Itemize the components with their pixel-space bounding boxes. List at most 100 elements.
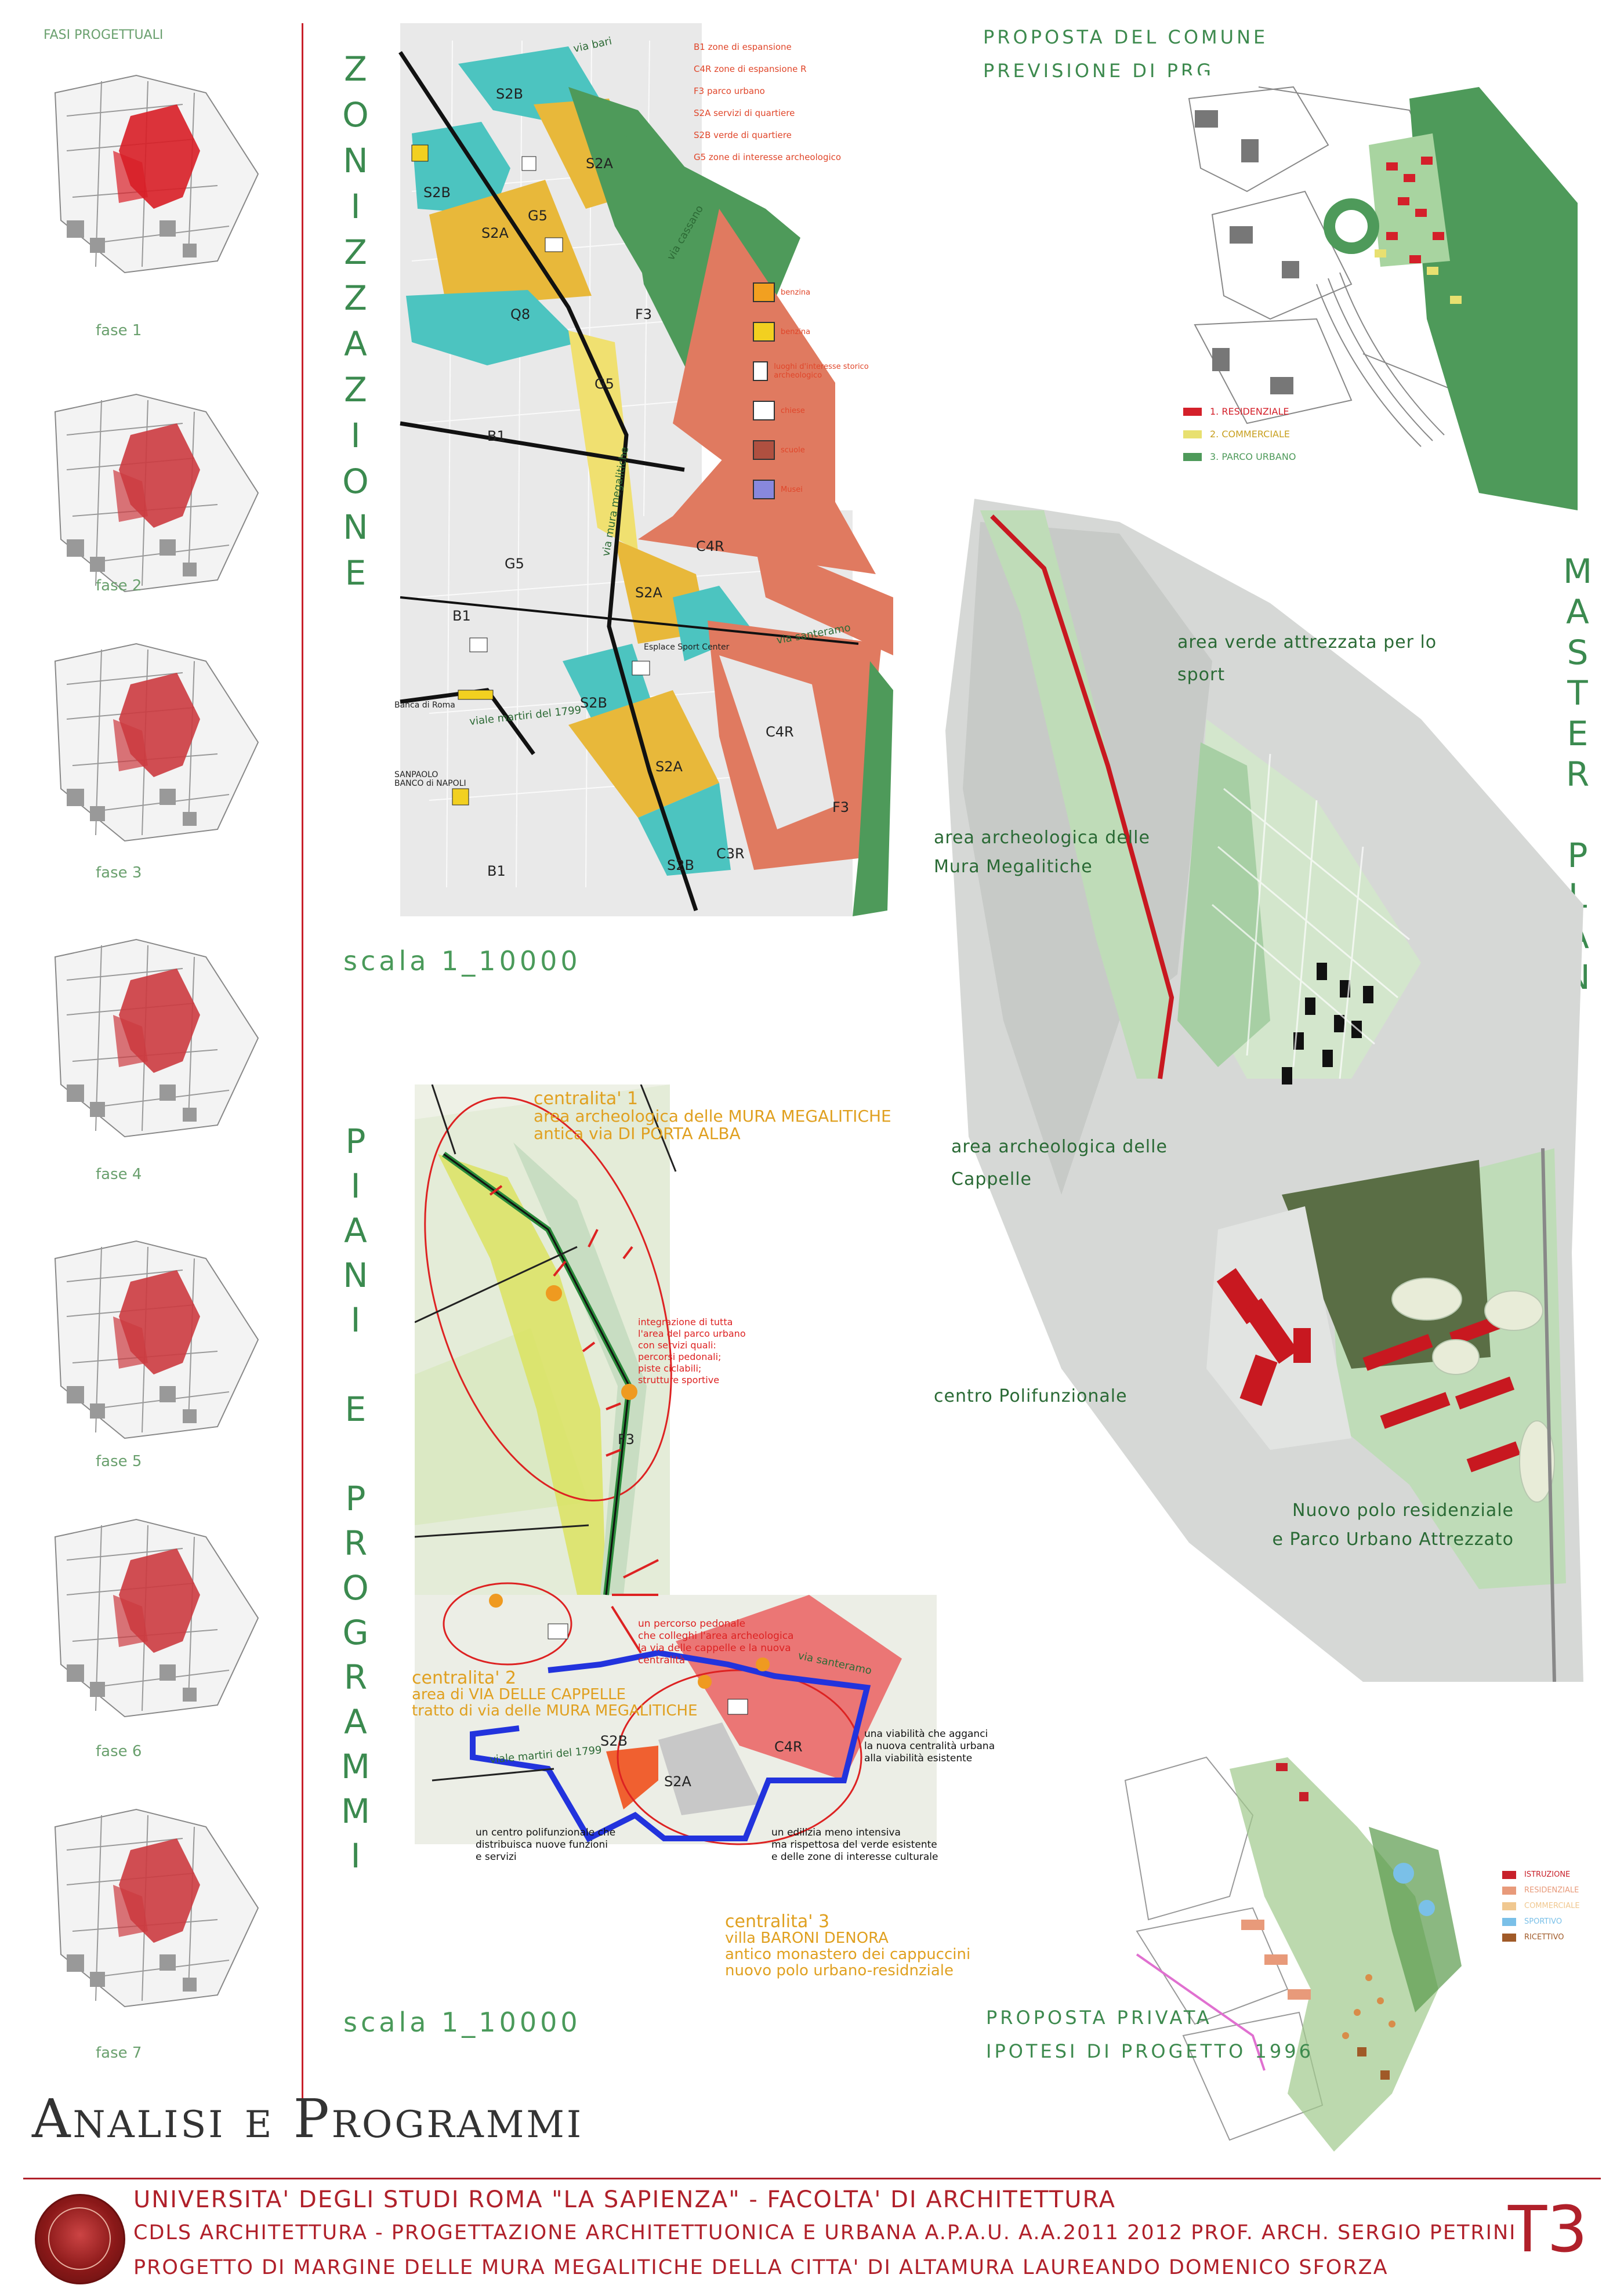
vertical-title-letter: A — [344, 1211, 367, 1250]
phases-header: FASI PROGETTUALI — [44, 28, 164, 42]
vertical-title-letter: G — [342, 1613, 369, 1652]
vertical-title-letter: O — [342, 462, 369, 501]
legend-label: RICETTIVO — [1524, 1933, 1564, 1942]
vertical-title-letter: Z — [344, 278, 367, 318]
mp-label-cappelle: area archeologica delle Cappelle — [951, 1131, 1168, 1196]
zone-icon-legend-item: scuole — [753, 430, 869, 470]
svg-text:F3: F3 — [832, 799, 849, 815]
legend-swatch — [1502, 1933, 1516, 1942]
legend-swatch — [1183, 407, 1202, 416]
note-line: percorsi pedonali; — [638, 1351, 722, 1362]
legend-label: SPORTIVO — [1524, 1917, 1563, 1926]
svg-text:BANCO di NAPOLI: BANCO di NAPOLI — [394, 779, 466, 788]
svg-text:S2A: S2A — [664, 1773, 692, 1790]
phase-label: fase 7 — [96, 2044, 142, 2062]
privata-caption: PROPOSTA PRIVATA IPOTESI DI PROGETTO 199… — [986, 2001, 1314, 2068]
svg-text:Q8: Q8 — [510, 306, 530, 322]
legend-label: 1. RESIDENZIALE — [1210, 406, 1289, 417]
phase-thumbnail — [54, 74, 259, 274]
legend-row: 1. RESIDENZIALE — [1183, 406, 1296, 417]
privata-line2: IPOTESI DI PROGETTO 1996 — [986, 2040, 1314, 2062]
mp-sport-line1: area verde attrezzata per lo — [1177, 632, 1437, 652]
svg-text:S2A: S2A — [655, 759, 683, 775]
note-line: alla viabilità esistente — [864, 1753, 973, 1764]
svg-text:F3: F3 — [618, 1431, 635, 1448]
svg-text:S2B: S2B — [600, 1733, 628, 1749]
comune-map — [1177, 75, 1578, 510]
legend-row: RESIDENZIALE — [1502, 1886, 1580, 1895]
footer-rule — [23, 2178, 1601, 2179]
zone-legend-item: S2A servizi di quartiere — [694, 108, 795, 118]
note-line: distribuisca nuove funzioni — [476, 1839, 608, 1851]
vertical-title-letter: A — [344, 324, 367, 364]
centralita-1-line1: area archeologica delle MURA MEGALITICHE — [534, 1107, 891, 1126]
zonizzazione-map: S2B S2A S2B S2A G5 F3 G5 B1 C4R G5 S2A B… — [394, 23, 893, 916]
comune-line2: PREVISIONE DI PRG — [983, 60, 1214, 82]
legend-swatch — [1502, 1902, 1516, 1910]
note-line: centralità — [638, 1655, 686, 1666]
legend-swatch — [1502, 1870, 1516, 1879]
vertical-title-letter: I — [350, 1166, 361, 1206]
piani-scale: scala 1_10000 — [343, 2007, 581, 2038]
svg-text:S2B: S2B — [667, 857, 694, 873]
centralita-3-note: centralita' 3 villa BARONI DENORA antico… — [725, 1911, 971, 1979]
vertical-title-letter: S — [1567, 633, 1589, 672]
svg-text:SANPAOLO: SANPAOLO — [394, 770, 438, 779]
svg-text:S2A: S2A — [586, 155, 614, 172]
vertical-title-letter — [335, 1343, 376, 1387]
svg-text:Esplace Sport Center: Esplace Sport Center — [644, 643, 730, 652]
legend-swatch — [1502, 1917, 1516, 1926]
vertical-title-letter: P — [345, 1479, 366, 1518]
museum-icon — [753, 480, 775, 499]
vertical-title-letter — [335, 1432, 376, 1477]
mp-cappelle-line1: area archeologica delle — [951, 1137, 1168, 1157]
svg-text:C4R: C4R — [766, 724, 794, 740]
footer-line3: PROGETTO DI MARGINE DELLE MURA MEGALITIC… — [133, 2256, 1389, 2279]
centralita-3-line3: nuovo polo urbano-residnziale — [725, 1962, 954, 1979]
vertical-title-letter: N — [343, 141, 368, 180]
agip-fuel-icon — [753, 322, 775, 342]
zone-icon-legend-item: luoghi d'interesse storico archeologico — [753, 351, 869, 391]
note-line: un percorso pedonale — [638, 1618, 746, 1630]
svg-text:C4R: C4R — [696, 538, 724, 554]
vertical-title-letter: A — [344, 1702, 367, 1742]
legend-row: RICETTIVO — [1502, 1933, 1580, 1942]
zone-legend-item: B1 zone di espansione — [694, 42, 792, 52]
university-seal — [35, 2194, 125, 2284]
phase-thumbnail — [54, 1808, 259, 2008]
note-line: un edilizia meno intensiva — [771, 1827, 901, 1838]
phase-label: fase 5 — [96, 1453, 142, 1470]
legend-label: ISTRUZIONE — [1524, 1870, 1571, 1879]
legend-label: 2. COMMERCIALE — [1210, 429, 1290, 440]
vertical-title-letter: P — [1567, 836, 1588, 875]
mp-polo-line2: e Parco Urbano Attrezzato — [1272, 1529, 1514, 1550]
vertical-title-letter: R — [343, 1657, 368, 1697]
q8-fuel-icon — [753, 282, 775, 302]
note-line: un centro polifunzionale che — [476, 1827, 616, 1838]
svg-text:B1: B1 — [452, 608, 471, 624]
vertical-title-letter: Z — [344, 233, 367, 272]
vertical-title-letter: M — [340, 1791, 371, 1831]
phase-label: fase 2 — [96, 577, 142, 594]
svg-text:F3: F3 — [635, 306, 652, 322]
vertical-title-letter: E — [345, 1390, 367, 1429]
icon-legend-label: scuole — [781, 445, 805, 455]
legend-swatch — [1502, 1886, 1516, 1895]
centralita-3-line2: antico monastero dei cappuccini — [725, 1946, 971, 1963]
svg-text:G5: G5 — [505, 556, 524, 572]
centralita-3-title: centralita' 3 — [725, 1911, 830, 1932]
zone-icon-legend-item: benzina — [753, 312, 869, 351]
footer-line2: CDLS ARCHITETTURA - PROGETTAZIONE ARCHIT… — [133, 2221, 1517, 2244]
phase-thumbnail — [54, 643, 259, 842]
centralita-2-note: centralita' 2 area di VIA DELLE CAPPELLE… — [412, 1668, 698, 1720]
vertical-title-letter: N — [343, 507, 368, 547]
icon-legend-label: chiese — [781, 406, 805, 415]
vertical-title-letter: T — [1567, 673, 1588, 713]
zone-icon-legend-item: chiese — [753, 391, 869, 430]
centralita-2-title: centralita' 2 — [412, 1668, 517, 1688]
note-line: e delle zone di interesse culturale — [771, 1851, 938, 1863]
church-icon — [753, 401, 775, 420]
